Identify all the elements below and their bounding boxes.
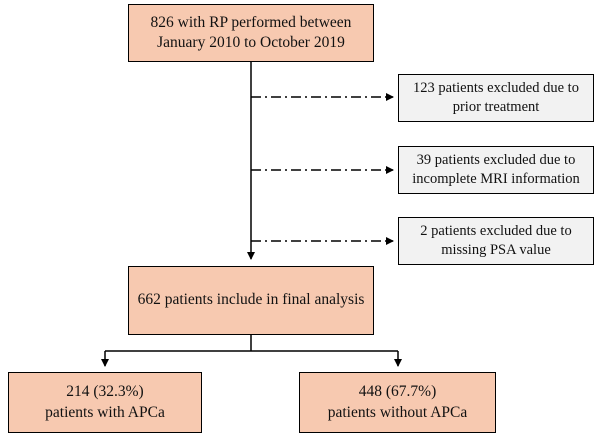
outcome-1-count: 214 (32.3%) [66, 383, 144, 401]
exclusion-2-line-2: incomplete MRI information [412, 171, 580, 187]
outcome-box-without-apca: 448 (67.7%) patients without APCa [299, 372, 496, 433]
outcome-box-with-apca: 214 (32.3%) patients with APCa [8, 372, 202, 433]
enrollment-box: 826 with RP performed between January 20… [128, 4, 374, 62]
exclusion-3-line-2: missing PSA value [441, 242, 551, 258]
outcome-2-count: 448 (67.7%) [358, 383, 437, 401]
exclusion-1-line-2: prior treatment [452, 99, 540, 115]
enrollment-line-1: 826 with RP performed between [150, 13, 352, 31]
enrollment-line-2: January 2010 to October 2019 [157, 34, 345, 51]
final-analysis-box: 662 patients include in final analysis [128, 266, 374, 335]
exclusion-1-line-1: 123 patients excluded due to [413, 79, 579, 96]
outcome-2-label: patients without APCa [327, 403, 468, 421]
exclusion-box-prior-treatment: 123 patients excluded due to prior treat… [398, 74, 594, 122]
exclusion-2-line-1: 39 patients excluded due to [416, 151, 576, 168]
exclusion-box-missing-psa: 2 patients excluded due to missing PSA v… [398, 217, 594, 265]
outcome-1-label: patients with APCa [45, 403, 165, 421]
exclusion-box-incomplete-mri: 39 patients excluded due to incomplete M… [398, 146, 594, 194]
exclusion-3-line-1: 2 patients excluded due to [420, 222, 572, 239]
final-analysis-text: 662 patients include in final analysis [137, 291, 365, 309]
